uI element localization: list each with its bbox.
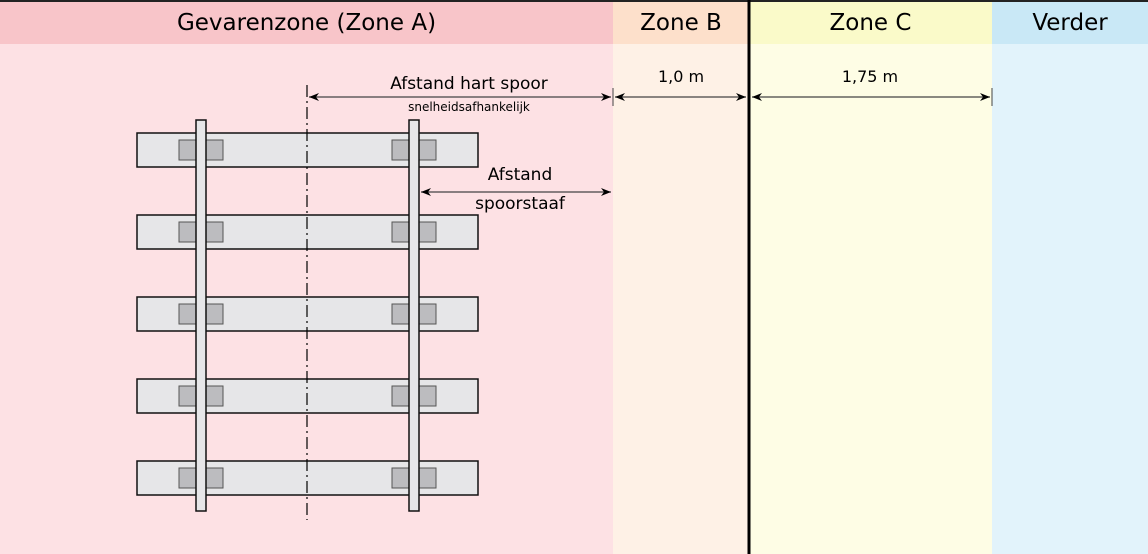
zone-a-title: Gevarenzone (Zone A) bbox=[177, 10, 436, 36]
label-afstand: Afstand bbox=[488, 165, 553, 185]
dimension-zone-c: 1,75 m bbox=[752, 67, 993, 106]
zone-b-title: Zone B bbox=[640, 10, 722, 36]
dimension-zone-b: 1,0 m bbox=[615, 67, 746, 101]
zone-c-body bbox=[749, 0, 992, 554]
zone-c-header bbox=[749, 0, 992, 44]
label-afstand-hart-spoor: Afstand hart spoor bbox=[390, 74, 548, 94]
label-spoorstaaf: spoorstaaf bbox=[475, 194, 566, 214]
dimension-hart-spoor: Afstand hart spoor snelheidsafhankelijk bbox=[309, 74, 611, 114]
zone-verder-body bbox=[992, 0, 1148, 554]
rail bbox=[195, 119, 207, 512]
zone-b-header bbox=[613, 0, 749, 44]
zone-verder: Verder bbox=[992, 0, 1148, 554]
zone-verder-title: Verder bbox=[1032, 10, 1108, 36]
dimension-spoorstaaf: Afstand spoorstaaf bbox=[421, 165, 611, 214]
label-snelheidsafhankelijk: snelheidsafhankelijk bbox=[408, 100, 530, 114]
zone-c-boundary-line bbox=[747, 0, 751, 554]
zone-b: Zone B bbox=[613, 0, 749, 554]
label-zone-b-width: 1,0 m bbox=[658, 67, 704, 86]
zone-b-body bbox=[613, 0, 749, 554]
label-zone-c-width: 1,75 m bbox=[842, 67, 898, 86]
rail bbox=[408, 119, 420, 512]
zone-a-header bbox=[0, 0, 613, 44]
top-border bbox=[0, 0, 1148, 2]
zone-c-title: Zone C bbox=[830, 10, 912, 36]
zone-c: Zone C bbox=[749, 0, 992, 554]
zone-verder-header bbox=[992, 0, 1148, 44]
